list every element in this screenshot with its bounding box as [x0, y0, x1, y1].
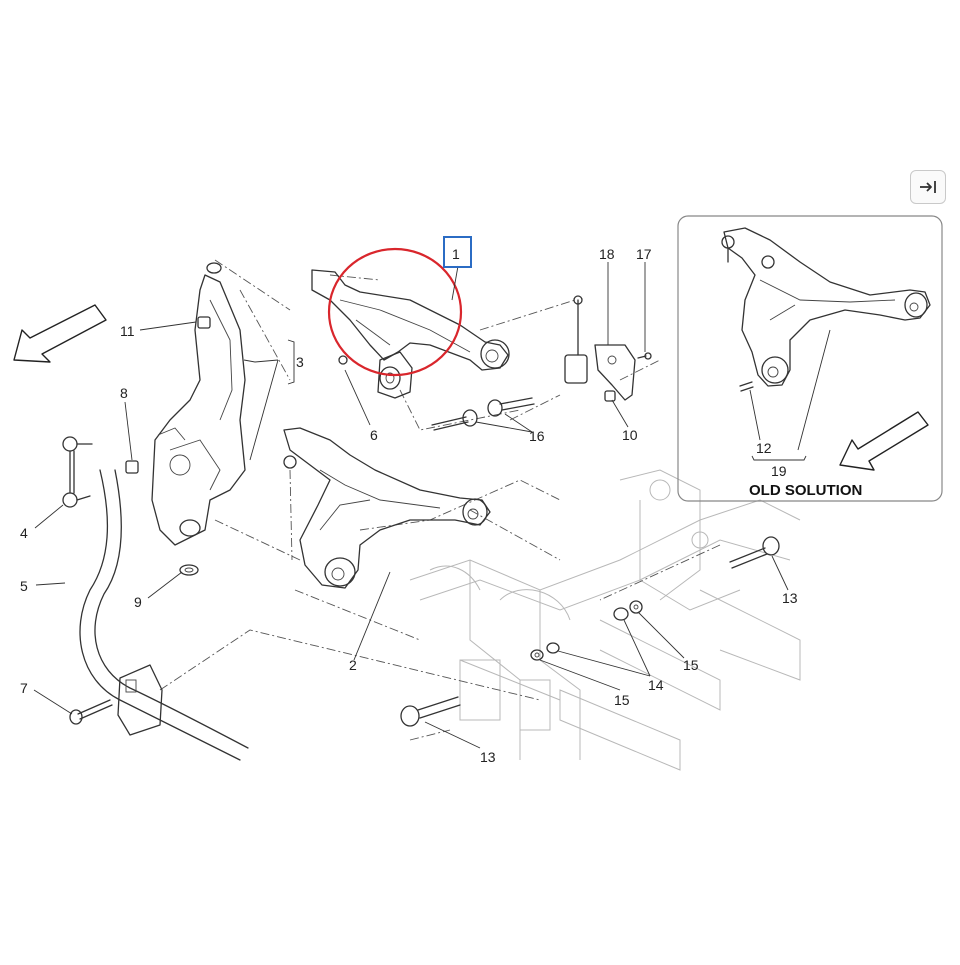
collapse-panel-icon: [920, 181, 936, 193]
selected-callout-box: [443, 236, 472, 268]
old-bushing-pin-12: [739, 381, 754, 392]
nut-8: [125, 460, 139, 474]
upper-control-arm: [311, 269, 510, 399]
callout-2[interactable]: 2: [349, 657, 357, 673]
bolt-7: [69, 699, 113, 725]
nut-14-b: [613, 607, 629, 621]
nut-10: [604, 390, 616, 402]
callout-3[interactable]: 3: [296, 354, 304, 370]
callout-7[interactable]: 7: [20, 680, 28, 696]
bolt-13-right: [729, 536, 780, 569]
callout-14[interactable]: 14: [648, 677, 664, 693]
old-upper-control-arm: [721, 227, 931, 387]
inset-title: OLD SOLUTION: [749, 482, 862, 499]
bolts-16: [431, 397, 535, 431]
lower-control-arm: [283, 427, 491, 589]
callout-15[interactable]: 15: [683, 657, 699, 673]
washer-9: [179, 564, 199, 576]
callout-17[interactable]: 17: [636, 246, 652, 262]
callout-12[interactable]: 12: [756, 440, 772, 456]
direction-arrow-icon: [839, 411, 929, 471]
inset-leader-12: [749, 389, 761, 441]
collapse-panel-button[interactable]: [910, 170, 946, 204]
height-sensor: [564, 295, 636, 401]
callout-8[interactable]: 8: [120, 385, 128, 401]
nut-6: [338, 355, 348, 365]
leader-lines: [33, 262, 789, 749]
direction-arrow-icon: [13, 304, 107, 363]
steering-knuckle: [151, 262, 246, 546]
callout-13[interactable]: 13: [782, 590, 798, 606]
callout-1[interactable]: 1: [452, 246, 460, 262]
nut-11: [197, 316, 211, 329]
screw-17: [637, 352, 652, 360]
callout-10[interactable]: 10: [622, 427, 638, 443]
old-solution-inset: 12 19 OLD SOLUTION: [677, 215, 943, 502]
callout-6[interactable]: 6: [370, 427, 378, 443]
callout-18[interactable]: 18: [599, 246, 615, 262]
stabilizer-bar: [79, 469, 249, 761]
callout-11[interactable]: 11: [120, 323, 135, 339]
callout-19[interactable]: 19: [771, 463, 787, 479]
highlight-circle: [327, 247, 463, 377]
callout-16[interactable]: 16: [529, 428, 545, 444]
washer-15-b: [629, 600, 643, 614]
inset-bracket: [751, 455, 807, 461]
callout-13[interactable]: 13: [480, 749, 496, 765]
bolt-13-lower: [400, 696, 461, 727]
callout-5[interactable]: 5: [20, 578, 28, 594]
callout-4[interactable]: 4: [20, 525, 28, 541]
inset-leader-19: [797, 329, 831, 451]
washer-15-a: [530, 649, 544, 661]
callout-15[interactable]: 15: [614, 692, 630, 708]
stabilizer-link: [62, 436, 93, 508]
callout-9[interactable]: 9: [134, 594, 142, 610]
nut-14-a: [546, 642, 560, 654]
